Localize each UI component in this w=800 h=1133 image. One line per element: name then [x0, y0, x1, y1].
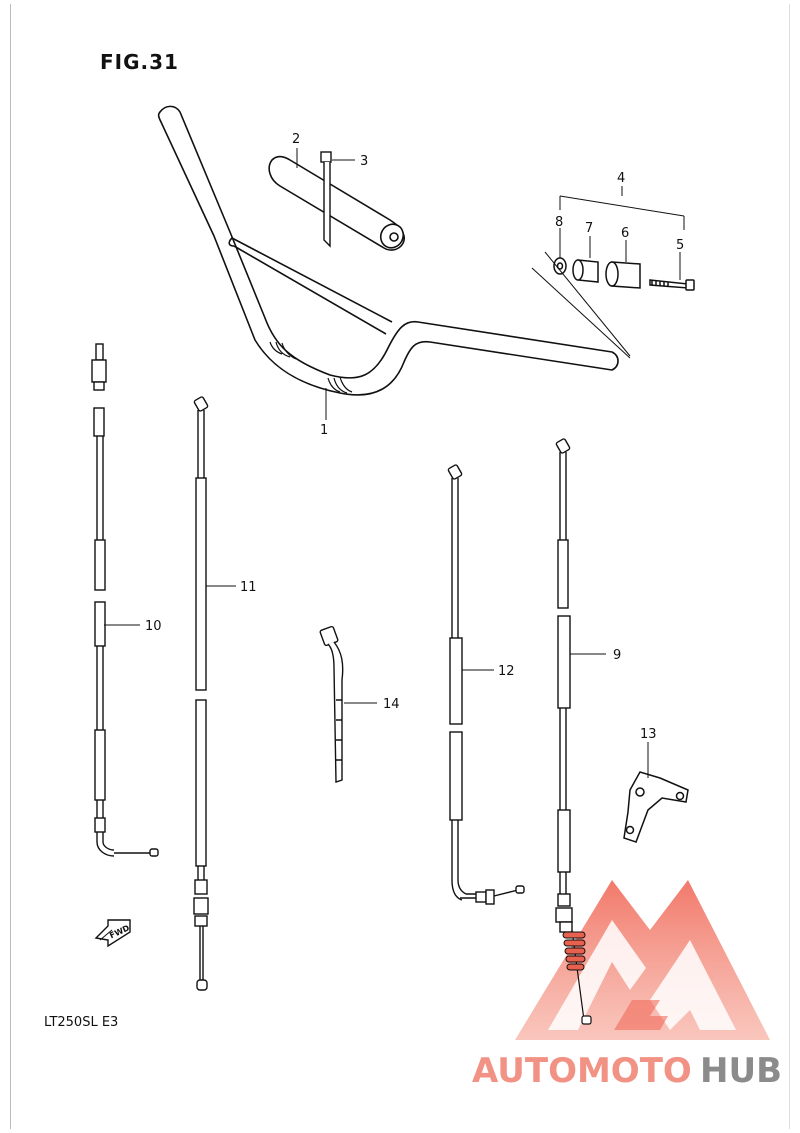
- callout-leaders: [104, 148, 681, 778]
- balancer-assembly: [553, 257, 695, 291]
- logo-text-hub: HUB: [700, 1051, 782, 1091]
- handlebar-part: [157, 105, 619, 396]
- callout-10: 10: [145, 619, 162, 634]
- callout-5: 5: [676, 238, 684, 253]
- callout-numbers: 1 2 3 4 5 6 7 8 9 10 11 12 13 14: [145, 132, 684, 742]
- band-clamp-part: [319, 625, 344, 783]
- rear-cable-part: [447, 464, 525, 905]
- callout-6: 6: [621, 226, 629, 241]
- front-cable-part: [193, 396, 209, 991]
- callout-9: 9: [613, 648, 621, 663]
- callout-14: 14: [383, 697, 400, 712]
- callout-13: 13: [640, 727, 657, 742]
- assembly-guide-lines: [531, 195, 685, 359]
- callout-12: 12: [498, 664, 515, 679]
- handlebar-pad-part: [268, 155, 405, 251]
- forward-direction-arrow: FWD: [94, 919, 131, 948]
- cable-tie-part: [320, 151, 332, 248]
- cable-coil: [562, 931, 586, 971]
- page-border: [10, 4, 790, 1129]
- figure-title: FIG.31: [100, 50, 179, 74]
- callout-1: 1: [320, 423, 328, 438]
- throttle-cable-part: [91, 343, 159, 857]
- automotohub-logo: AUTOMOTO HUB: [472, 880, 782, 1091]
- callout-4: 4: [617, 171, 625, 186]
- cable-bracket-part: [623, 771, 689, 843]
- logo-text-automoto: AUTOMOTO: [472, 1051, 692, 1091]
- speedometer-cable-part: [555, 438, 573, 933]
- model-code: LT250SL E3: [44, 1015, 119, 1030]
- callout-3: 3: [360, 154, 368, 169]
- callout-7: 7: [585, 221, 593, 236]
- callout-11: 11: [240, 580, 257, 595]
- callout-2: 2: [292, 132, 300, 147]
- callout-8: 8: [555, 215, 563, 230]
